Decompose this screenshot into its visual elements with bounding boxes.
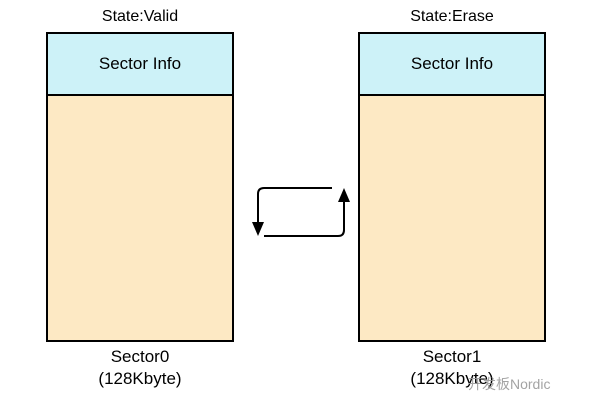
arrow-to-sector0 — [257, 187, 332, 224]
sector1-info-label: Sector Info — [410, 54, 494, 73]
sector0-size: (128Kbyte) — [98, 369, 182, 388]
arrow-to-sector1 — [264, 200, 345, 237]
sector0-caption: Sector0 (128Kbyte) — [46, 346, 234, 390]
sector0-block: Sector Info — [46, 32, 234, 342]
sector1-block: Sector Info — [358, 32, 546, 342]
sector1-state-label: State:Erase — [410, 8, 494, 25]
sector0-state-label: State:Valid — [101, 8, 179, 25]
arrowhead-down — [252, 222, 264, 236]
swap-arrows-icon — [252, 187, 350, 237]
sector1-size: (128Kbyte) — [410, 369, 494, 388]
arrowhead-up — [338, 188, 350, 202]
watermark: 开发板Nordic — [468, 376, 551, 392]
sector1-info-header: Sector Info — [360, 34, 544, 96]
sector1-name: Sector1 — [422, 347, 482, 366]
sector0-info-label: Sector Info — [98, 54, 182, 73]
sector0-info-header: Sector Info — [48, 34, 232, 96]
sector0-name: Sector0 — [110, 347, 170, 366]
sector1-caption: Sector1 (128Kbyte) — [358, 346, 546, 390]
